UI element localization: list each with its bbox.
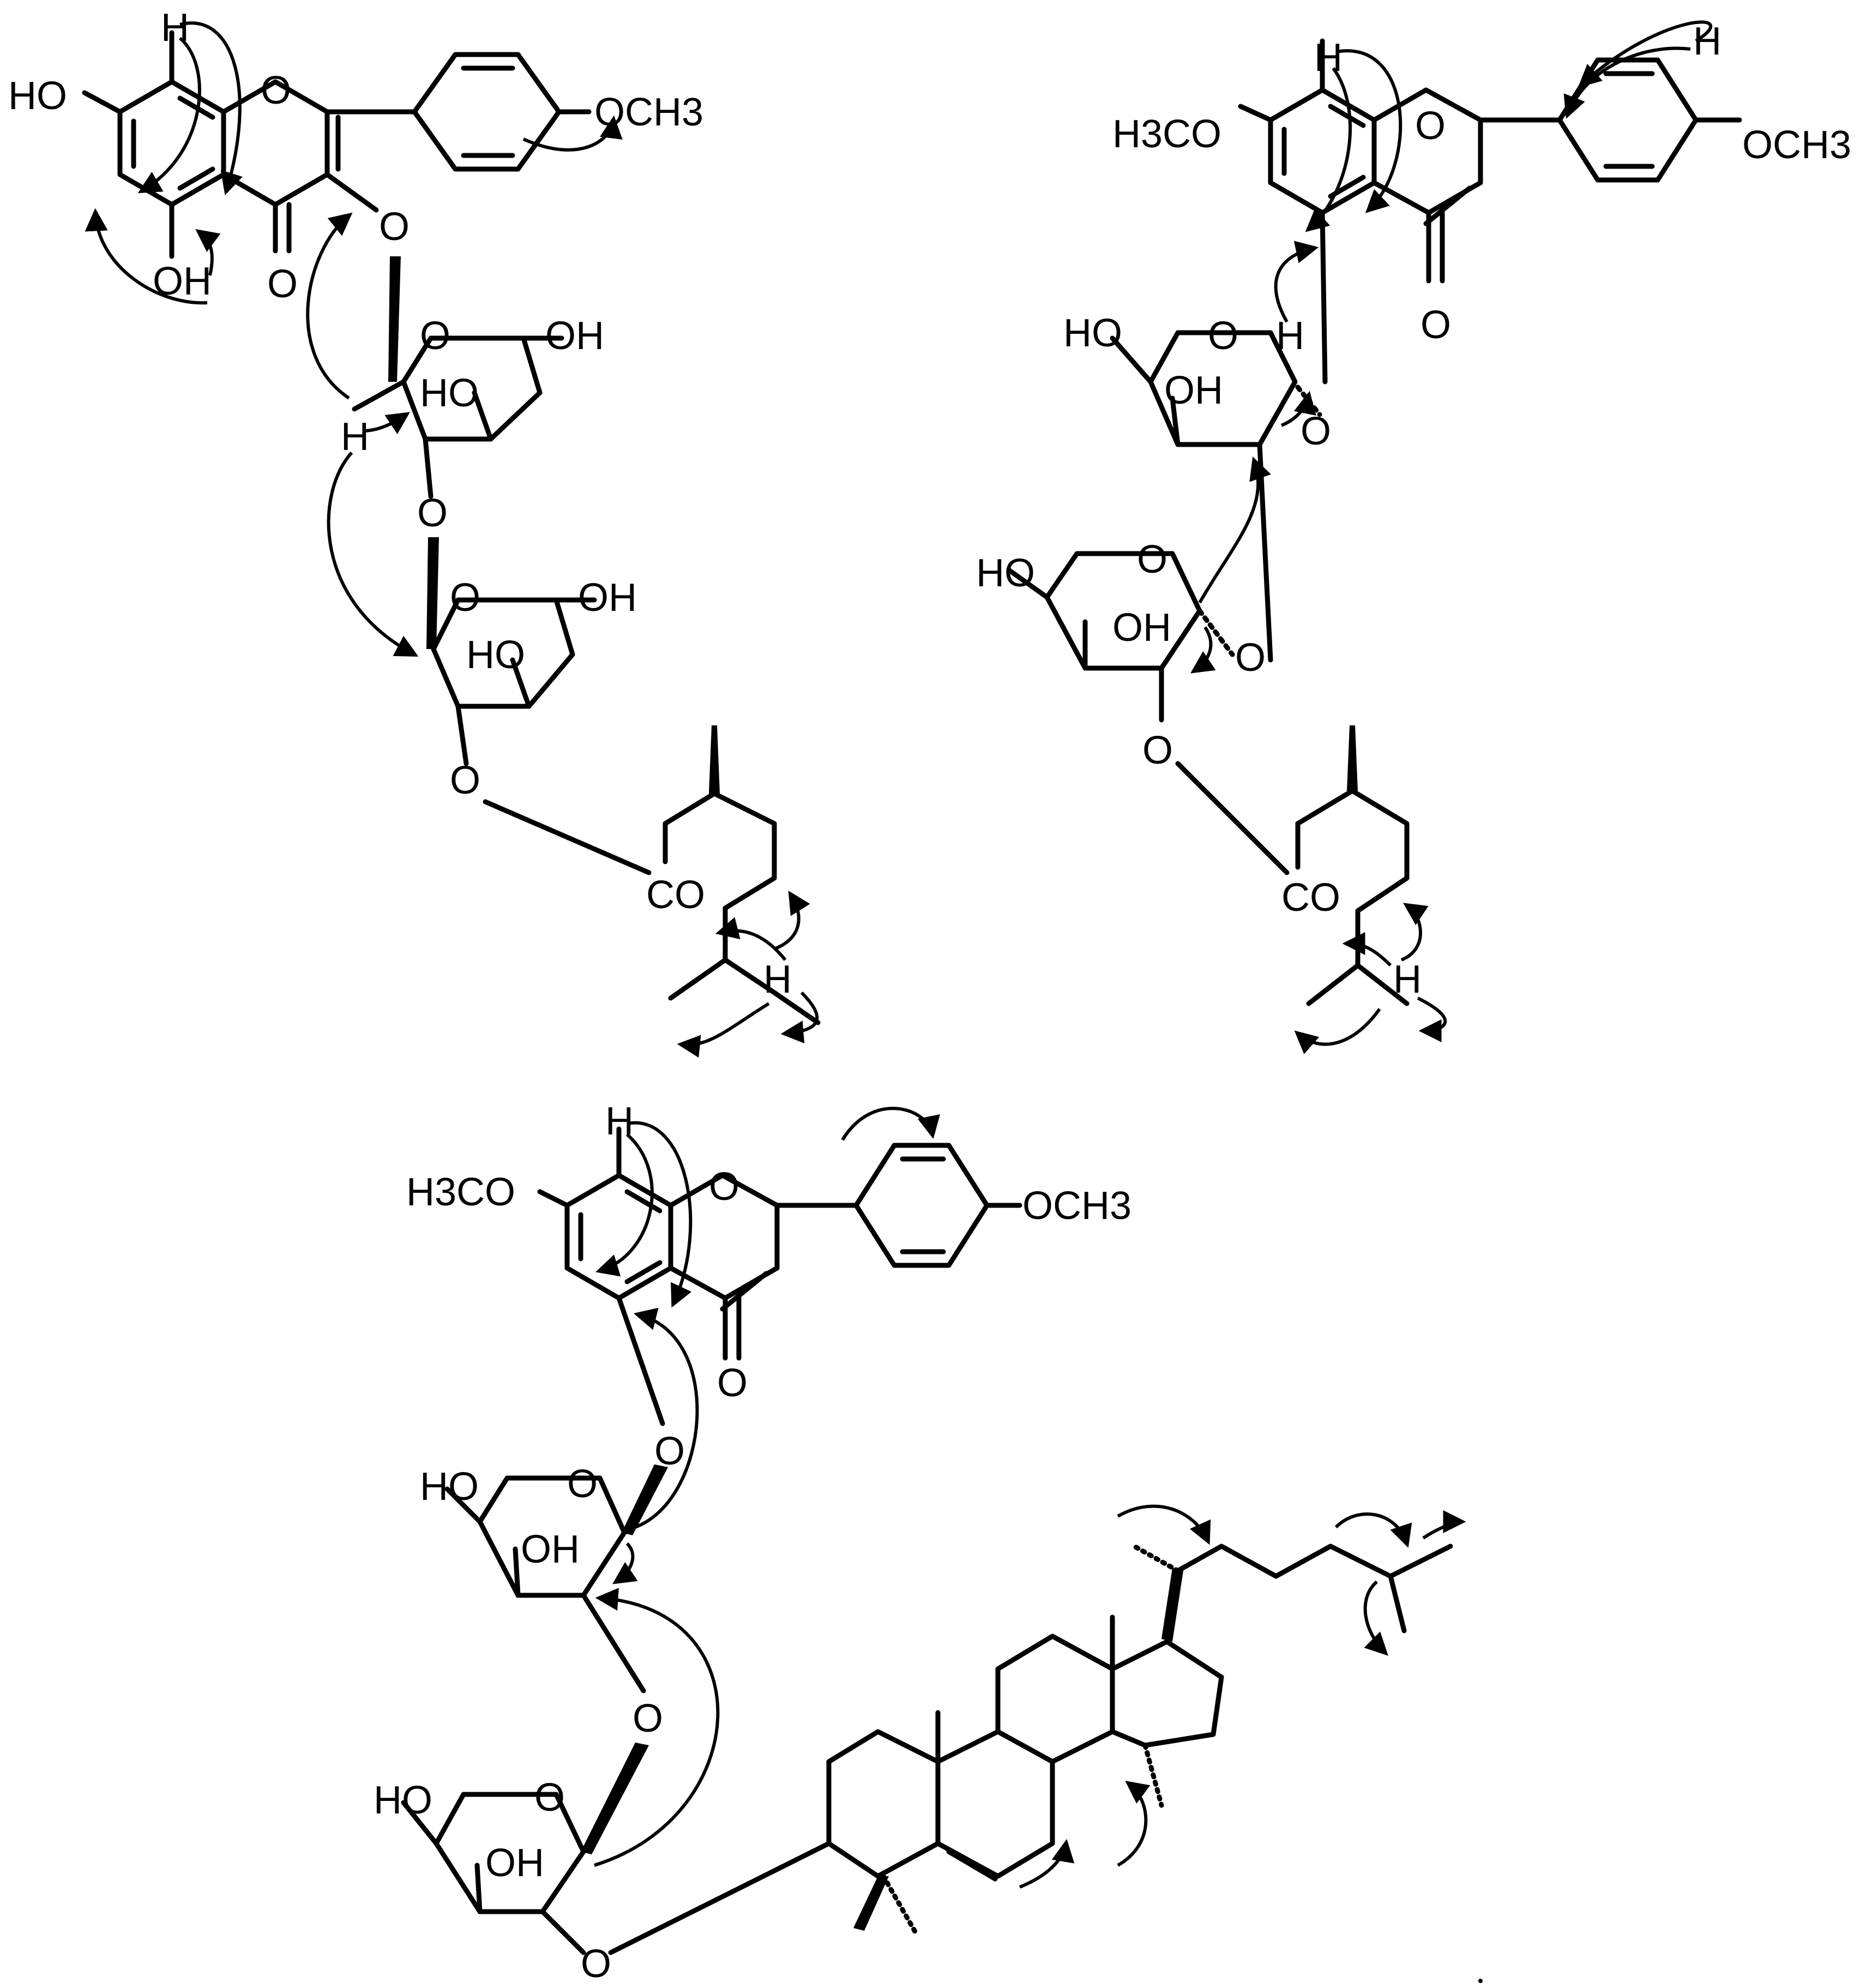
molecule-2-labels: H3CO H O H OCH3 O HO O H OH O HO O OH O … xyxy=(976,20,1851,1001)
label-sugar2-ho: HO xyxy=(976,551,1035,595)
label-sugar1-oh: OH xyxy=(1164,369,1223,412)
label-co: CO xyxy=(646,873,705,917)
label-chain-h: H xyxy=(1393,958,1422,1001)
label-glycosidic-o: O xyxy=(417,491,448,535)
label-och3: OCH3 xyxy=(1742,123,1851,167)
label-carbonyl-o: O xyxy=(717,1361,748,1405)
label-ho7: HO xyxy=(8,74,67,118)
label-glycosidic-o5: O xyxy=(1301,410,1331,453)
hmbc-arrows-3 xyxy=(594,1107,1466,1889)
acyl-chain-1 xyxy=(663,725,821,1025)
label-chain-h: H xyxy=(763,958,792,1001)
label-glycosidic-o2: O xyxy=(633,1697,663,1740)
xylose-unit-1b xyxy=(426,537,652,875)
label-o3: O xyxy=(379,205,410,249)
label-sugar2-oh: OH xyxy=(485,1841,544,1885)
label-ester-o: O xyxy=(450,759,480,802)
label-ring-o: O xyxy=(709,1165,739,1209)
xylose-unit-2b xyxy=(1006,551,1290,875)
label-carbonyl-o: O xyxy=(267,262,298,306)
label-ring-o: O xyxy=(261,69,291,112)
molecule-1-labels: HO H O OCH3 O OH O O OH HO H O O OH HO O… xyxy=(8,6,792,1001)
steroid-skeleton xyxy=(826,1543,1453,1936)
label-sugar2-oh: OH xyxy=(578,576,637,620)
label-ester-o: O xyxy=(581,1942,611,1985)
acyl-chain-2 xyxy=(1295,725,1410,1006)
label-h3co: H3CO xyxy=(1112,112,1221,156)
molecule-2: H3CO H O H OCH3 O HO O H OH O HO O OH O … xyxy=(976,20,1851,1054)
label-ester-o: O xyxy=(1142,729,1173,772)
flavonoid-core-1 xyxy=(82,30,592,259)
label-sugar2-ring-o: O xyxy=(1137,538,1167,581)
label-sugar1-ring-o: O xyxy=(567,1462,598,1506)
label-h3co: H3CO xyxy=(406,1170,515,1214)
xylose-unit-3a xyxy=(444,1464,668,1693)
label-sugar1-h: H xyxy=(1276,314,1304,358)
label-glycosidic-o5: O xyxy=(654,1430,685,1473)
label-carbonyl-o: O xyxy=(1420,303,1451,347)
stray-dot xyxy=(1478,1979,1483,1983)
label-sugar1-oh: OH xyxy=(521,1528,580,1571)
label-sugar1-ho: HO xyxy=(1063,311,1122,355)
hmbc-arrows-1 xyxy=(85,21,819,1058)
molecule-3-labels: H3CO H O OCH3 O O HO O OH O HO O OH O xyxy=(374,1100,1131,1986)
label-co: CO xyxy=(1281,876,1340,920)
flavonoid-core-2 xyxy=(1238,38,1742,385)
label-sugar2-ho: HO xyxy=(374,1779,432,1822)
molecule-1: HO H O OCH3 O OH O O OH HO H O O OH HO O… xyxy=(8,6,821,1058)
xylose-unit-1a xyxy=(352,256,564,499)
label-sugar1-ring-o: O xyxy=(420,314,450,358)
hmbc-arrows-2 xyxy=(1190,20,1712,1054)
label-sugar2-oh: OH xyxy=(1112,606,1171,650)
label-ring-o: O xyxy=(1415,104,1446,148)
label-oh5: OH xyxy=(153,260,212,303)
label-och3: OCH3 xyxy=(1022,1184,1131,1228)
xylose-unit-3b xyxy=(401,1743,832,1955)
label-sugar1-h1: H xyxy=(341,415,369,459)
label-sugar2-ho: HO xyxy=(466,633,525,677)
label-sugar1-oh: OH xyxy=(545,314,604,358)
flavonoid-core-3 xyxy=(537,1126,1022,1426)
label-glycosidic-o2: O xyxy=(1235,636,1266,680)
molecule-3: H3CO H O OCH3 O O HO O OH O HO O OH O xyxy=(374,1100,1466,1986)
label-sugar2-ring-o: O xyxy=(450,576,480,620)
label-sugar1-ho: HO xyxy=(420,1465,479,1509)
label-sugar1-ho: HO xyxy=(420,371,479,415)
label-sugar2-ring-o: O xyxy=(534,1776,565,1819)
label-sugar1-ring-o: O xyxy=(1208,314,1238,358)
